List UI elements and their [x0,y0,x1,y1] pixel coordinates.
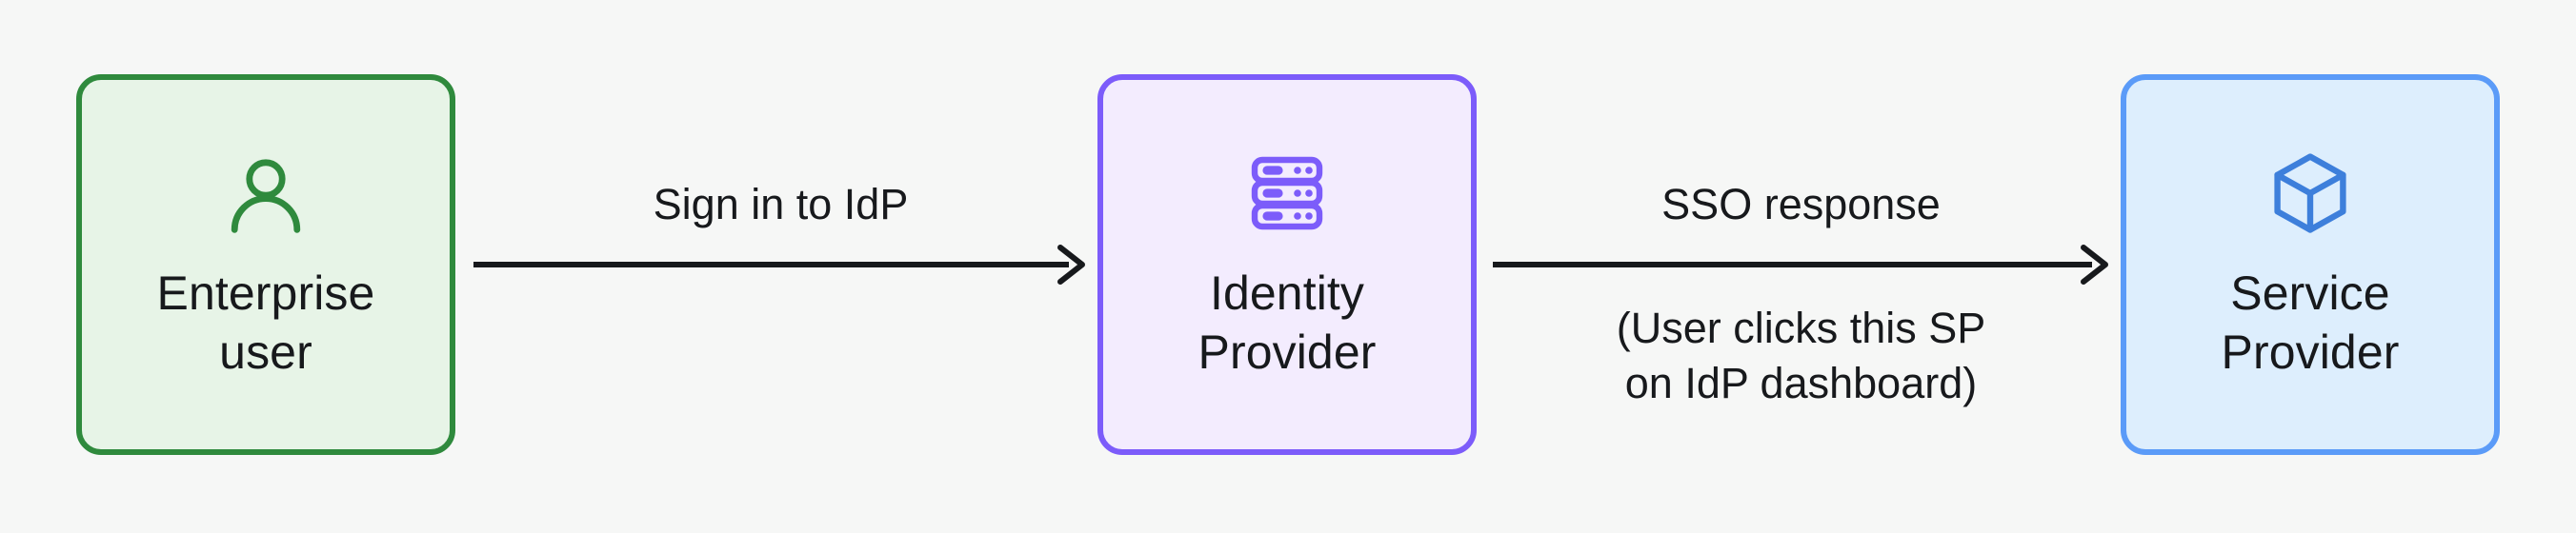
node-service-provider[interactable]: Service Provider [2121,74,2500,455]
cube-icon [2264,148,2356,239]
server-icon [1241,148,1333,239]
edge-label-sign-in-to-idp: Sign in to IdP [653,180,909,228]
edge-label-sso-response: SSO response [1661,180,1941,228]
node-label: Service Provider [2221,266,2400,379]
edge-user-to-idp [467,0,1096,533]
edge-idp-to-sp [1486,0,2115,533]
edge-sublabel-sso-response: (User clicks this SP on IdP dashboard) [1616,304,1986,407]
node-label: Identity Provider [1197,266,1377,379]
user-icon [220,148,312,239]
node-label: Enterprise user [156,266,375,379]
node-identity-provider[interactable]: Identity Provider [1097,74,1477,455]
node-enterprise-user[interactable]: Enterprise user [76,74,455,455]
